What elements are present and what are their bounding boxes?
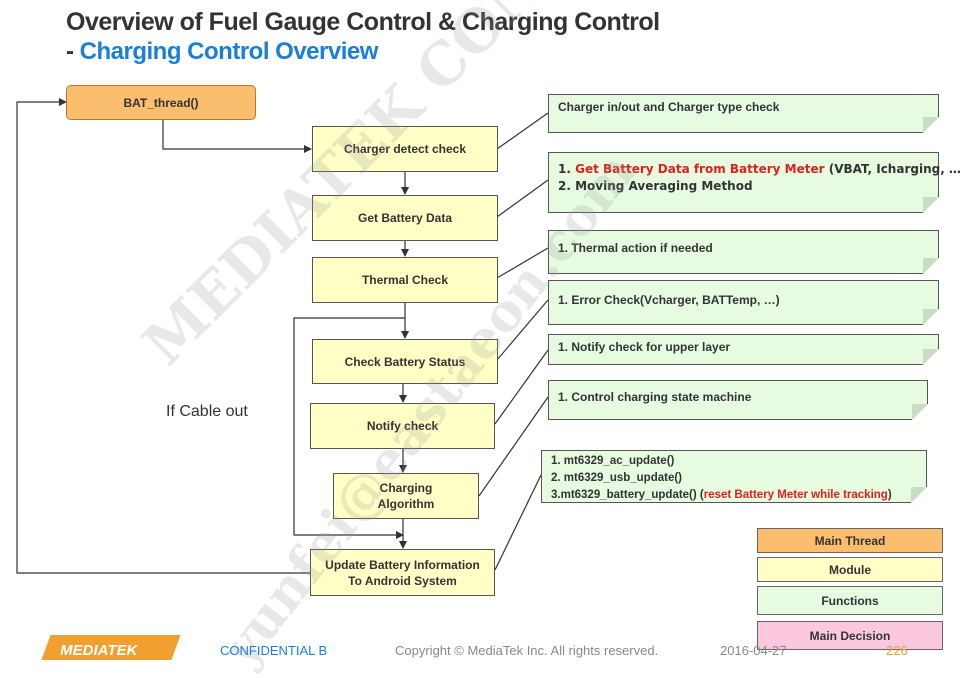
function-note-charging: 1. Control charging state machine <box>548 380 928 420</box>
connector-lines <box>16 98 549 574</box>
module-update-battery-info: Update Battery Information To Android Sy… <box>310 549 495 596</box>
note-line1: 1. mt6329_ac_update() <box>551 455 675 467</box>
note-line2: 2. Moving Averaging Method <box>558 179 753 193</box>
module-label-line1: Update Battery Information <box>325 557 480 572</box>
legend-main-thread: Main Thread <box>757 528 943 553</box>
legend-label: Functions <box>821 593 879 608</box>
subtitle-text: Charging Control Overview <box>79 38 379 65</box>
legend-module: Module <box>757 557 943 582</box>
note-text: 1. Control charging state machine <box>558 390 752 404</box>
note-line2: 2. mt6329_usb_update() <box>551 472 683 484</box>
module-label: Thermal Check <box>361 273 449 287</box>
legend-main-decision: Main Decision <box>757 621 943 650</box>
module-get-battery-data: Get Battery Data <box>312 195 498 241</box>
main-thread-box: BAT_thread() <box>66 85 256 120</box>
subtitle-dash: - <box>66 38 80 65</box>
module-charger-detect: Charger detect check <box>312 126 498 172</box>
main-thread-label: BAT_thread() <box>123 95 199 110</box>
note-text: 1. Thermal action if needed <box>558 241 713 255</box>
footer-date: 2016-04-27 <box>720 643 787 658</box>
module-label-line2: To Android System <box>348 573 457 588</box>
note-prefix: 1. <box>558 162 576 176</box>
note-line3-prefix: 3.mt6329_battery_update() ( <box>551 489 704 501</box>
module-label-line1: Charging <box>379 481 433 495</box>
legend-label: Module <box>829 562 871 577</box>
function-note-charger-detect: Charger in/out and Charger type check <box>548 94 939 133</box>
function-note-status: 1. Error Check(Vcharger, BATTemp, …) <box>548 280 939 325</box>
note-line3-suffix: ) <box>887 489 892 501</box>
legend-functions: Functions <box>757 586 943 615</box>
module-label: Check Battery Status <box>344 354 466 369</box>
page-subtitle: - Charging Control Overview <box>66 38 378 66</box>
footer-confidential: CONFIDENTIAL B <box>220 643 328 658</box>
module-label: Notify check <box>366 419 439 433</box>
note-text: 1. Notify check for upper layer <box>558 340 731 354</box>
note-highlight: Get Battery Data from Battery Meter <box>575 162 825 176</box>
module-check-battery-status: Check Battery Status <box>312 339 498 384</box>
module-charging-algorithm: Charging Algorithm <box>333 473 479 519</box>
note-suffix: (VBAT, Icharging, …) <box>824 162 960 176</box>
note-highlight: reset Battery Meter while tracking <box>703 489 888 501</box>
legend-label: Main Decision <box>809 628 891 643</box>
footer-page-number: 226 <box>886 643 908 658</box>
module-label: Charger detect check <box>343 142 467 156</box>
module-notify-check: Notify check <box>310 403 495 449</box>
mediatek-logo: MEDIATEK <box>41 635 181 660</box>
page-title: Overview of Fuel Gauge Control & Chargin… <box>66 8 660 36</box>
module-thermal-check: Thermal Check <box>312 257 498 303</box>
function-note-notify: 1. Notify check for upper layer <box>548 334 939 365</box>
footer-copyright: Copyright © MediaTek Inc. All rights res… <box>395 643 659 658</box>
function-note-battery-data: 1. Get Battery Data from Battery Meter (… <box>548 152 960 213</box>
logo-text: MEDIATEK <box>60 642 138 659</box>
function-note-thermal: 1. Thermal action if needed <box>548 230 939 274</box>
note-text: Charger in/out and Charger type check <box>558 100 780 114</box>
cable-out-label: If Cable out <box>166 403 248 420</box>
note-text: 1. Error Check(Vcharger, BATTemp, …) <box>558 293 780 307</box>
module-label: Get Battery Data <box>357 211 453 225</box>
module-label-line2: Algorithm <box>377 497 435 511</box>
function-note-update: 1. mt6329_ac_update() 2. mt6329_usb_upda… <box>541 450 927 503</box>
legend-label: Main Thread <box>814 533 886 548</box>
